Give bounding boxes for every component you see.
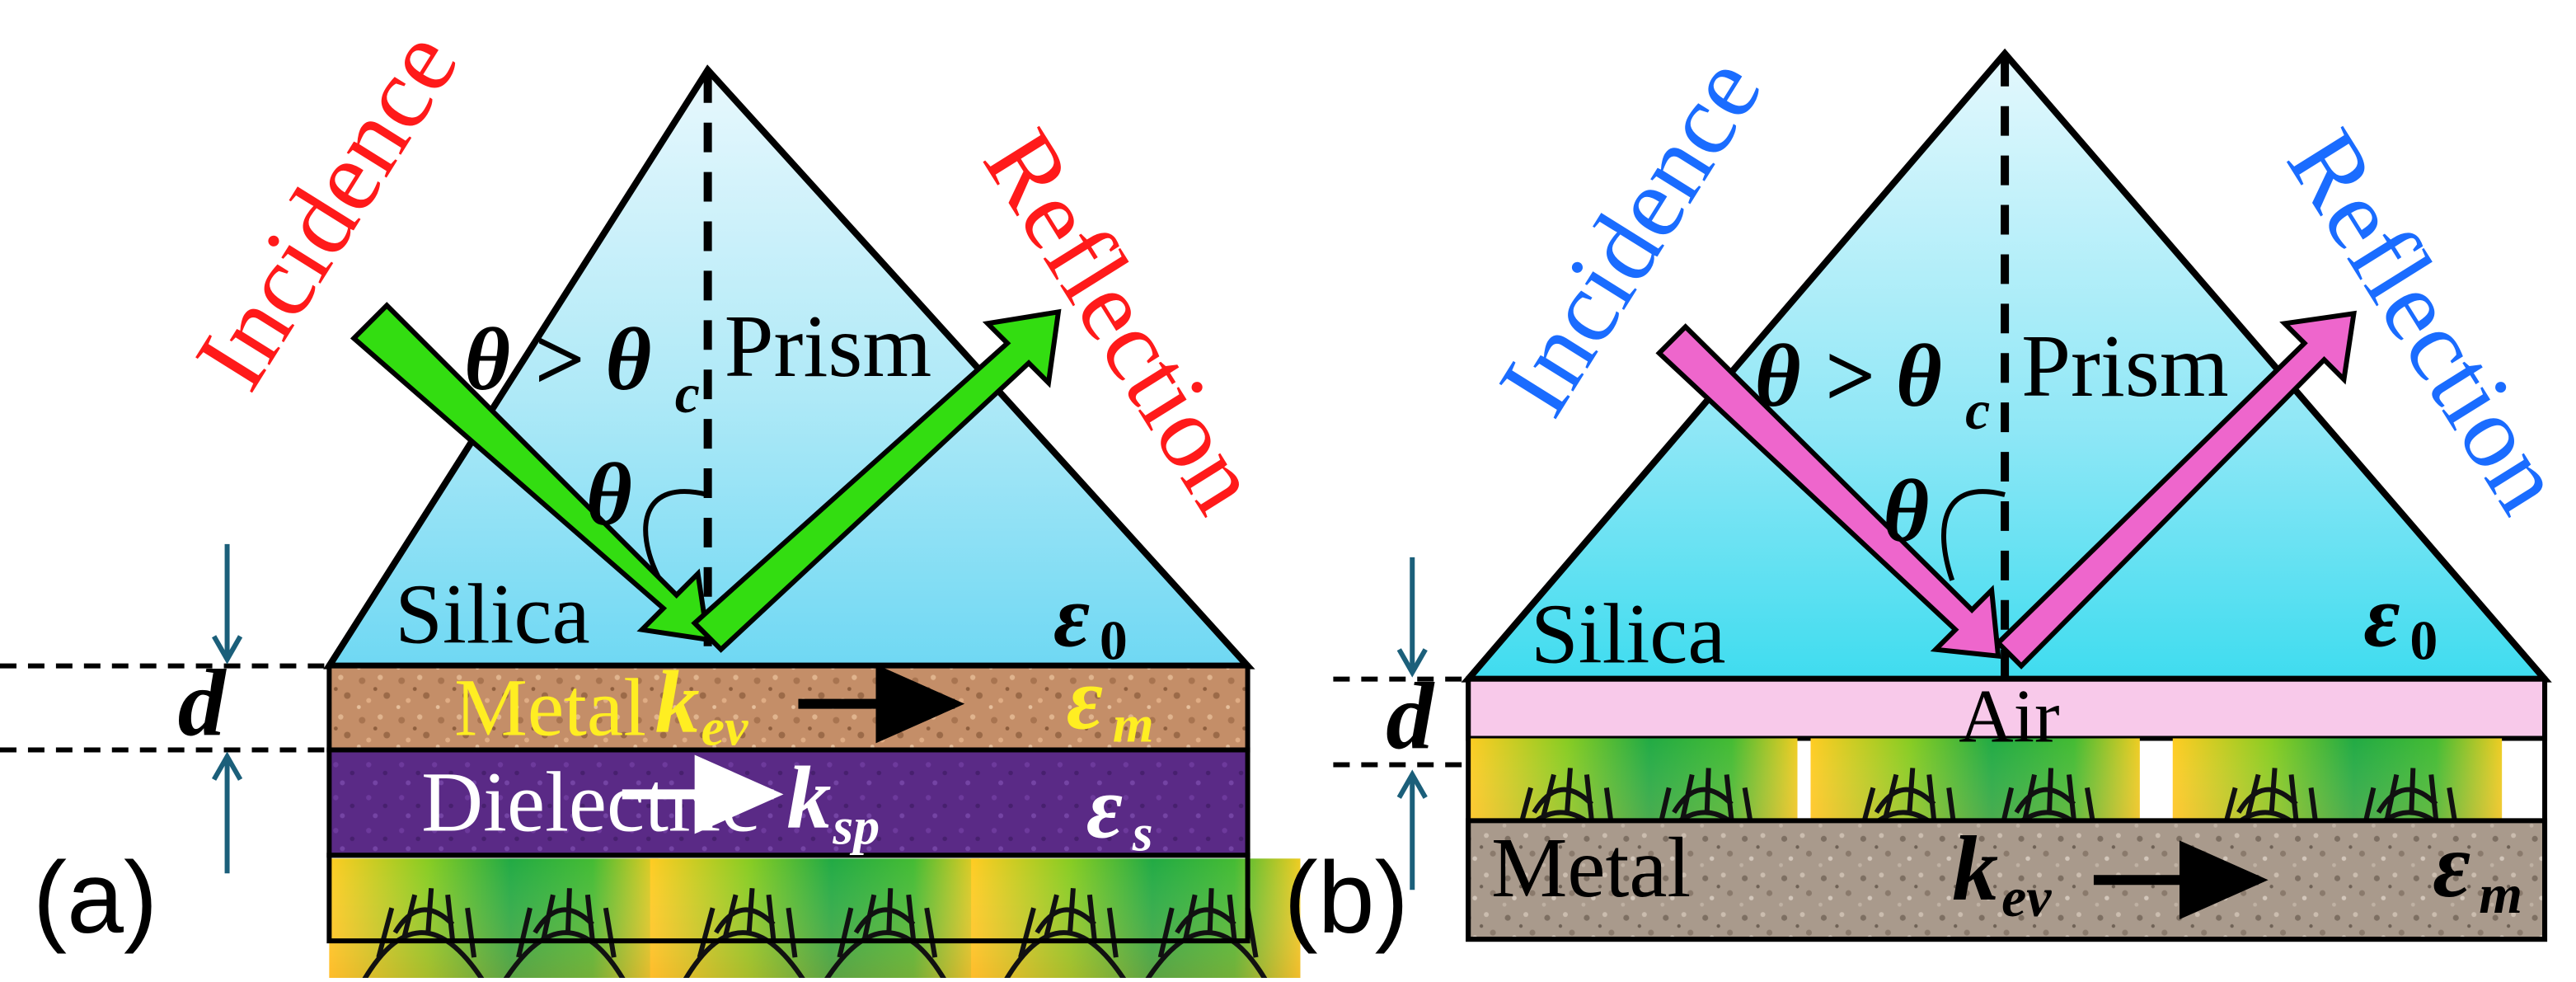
critical-angle-condition-b: θ > θ c — [1755, 327, 1991, 441]
svg-text:ε: ε — [1067, 651, 1103, 749]
eps-m-label-a: ε m — [1067, 651, 1154, 754]
svg-text:ε: ε — [1086, 759, 1123, 857]
svg-text:k: k — [786, 749, 831, 847]
svg-text:ε: ε — [2363, 568, 2400, 666]
angle-arc-a — [643, 489, 709, 579]
silica-label-a: Silica — [395, 567, 589, 662]
incidence-arrow-a — [350, 302, 711, 643]
svg-text:c: c — [1965, 379, 1990, 441]
panel-label-b: (b) — [1284, 841, 1409, 955]
svg-text:m: m — [1113, 695, 1154, 754]
svg-text:sp: sp — [832, 796, 880, 855]
svg-text:θ > θ: θ > θ — [1755, 327, 1942, 425]
prism-label-a: Prism — [725, 298, 932, 396]
surface-plasmon-field-a — [326, 853, 1300, 978]
svg-text:0: 0 — [1100, 610, 1128, 672]
panel-b: Incidence Reflection θ > θ c Prism θ Sil… — [1284, 38, 2576, 955]
angle-label-b: θ — [1883, 463, 1929, 561]
thickness-indicator-a — [0, 543, 330, 874]
metal-layer-a — [326, 663, 1250, 753]
k-ev-label-b: k ev — [1952, 818, 2052, 928]
incidence-arrow-b — [1655, 323, 2001, 660]
svg-text:k: k — [655, 654, 700, 752]
svg-text:s: s — [1132, 803, 1153, 862]
eps-m-label-b: ε m — [2433, 815, 2522, 925]
eps-s-label-a: ε s — [1086, 759, 1153, 862]
angle-label-a: θ — [586, 446, 632, 544]
eps0-label-b: ε 0 — [2363, 568, 2438, 672]
incidence-label-a: Incidence — [173, 12, 479, 408]
prism-label-b: Prism — [2021, 317, 2229, 416]
svg-text:k: k — [1952, 818, 1998, 920]
k-ev-label-a: k ev — [655, 654, 748, 757]
reflection-arrow-b — [1994, 310, 2357, 670]
dielectric-layer-a — [326, 747, 1250, 858]
d-label-b: d — [1386, 664, 1435, 769]
svg-text:ev: ev — [2001, 867, 2052, 928]
reflection-arrow-a — [691, 308, 1062, 653]
svg-text:θ > θ: θ > θ — [464, 311, 651, 409]
critical-angle-condition-a: θ > θ c — [464, 311, 700, 425]
svg-text:m: m — [2479, 863, 2522, 925]
silica-label-b: Silica — [1531, 587, 1725, 682]
k-sp-label-a: k sp — [786, 749, 880, 855]
d-label-a: d — [178, 651, 228, 757]
thickness-indicator-b — [1333, 557, 1469, 890]
eps0-label-a: ε 0 — [1053, 568, 1128, 672]
svg-text:ε: ε — [2433, 815, 2470, 917]
dielectric-label-a: Dielectric — [421, 754, 758, 849]
angle-arc-b — [1941, 489, 2006, 581]
metal-layer-b — [1466, 818, 2548, 942]
panel-label-a: (a) — [33, 841, 157, 955]
metal-label-b: Metal — [1491, 820, 1691, 915]
svg-text:0: 0 — [2409, 610, 2438, 672]
svg-text:c: c — [675, 363, 700, 425]
panel-a: Incidence Reflection θ > θ c Prism θ Sil… — [0, 12, 1300, 978]
svg-text:ev: ev — [701, 698, 748, 757]
air-label-b: Air — [1959, 674, 2059, 759]
metal-label-a: Metal — [454, 662, 646, 754]
svg-text:ε: ε — [1053, 568, 1090, 666]
